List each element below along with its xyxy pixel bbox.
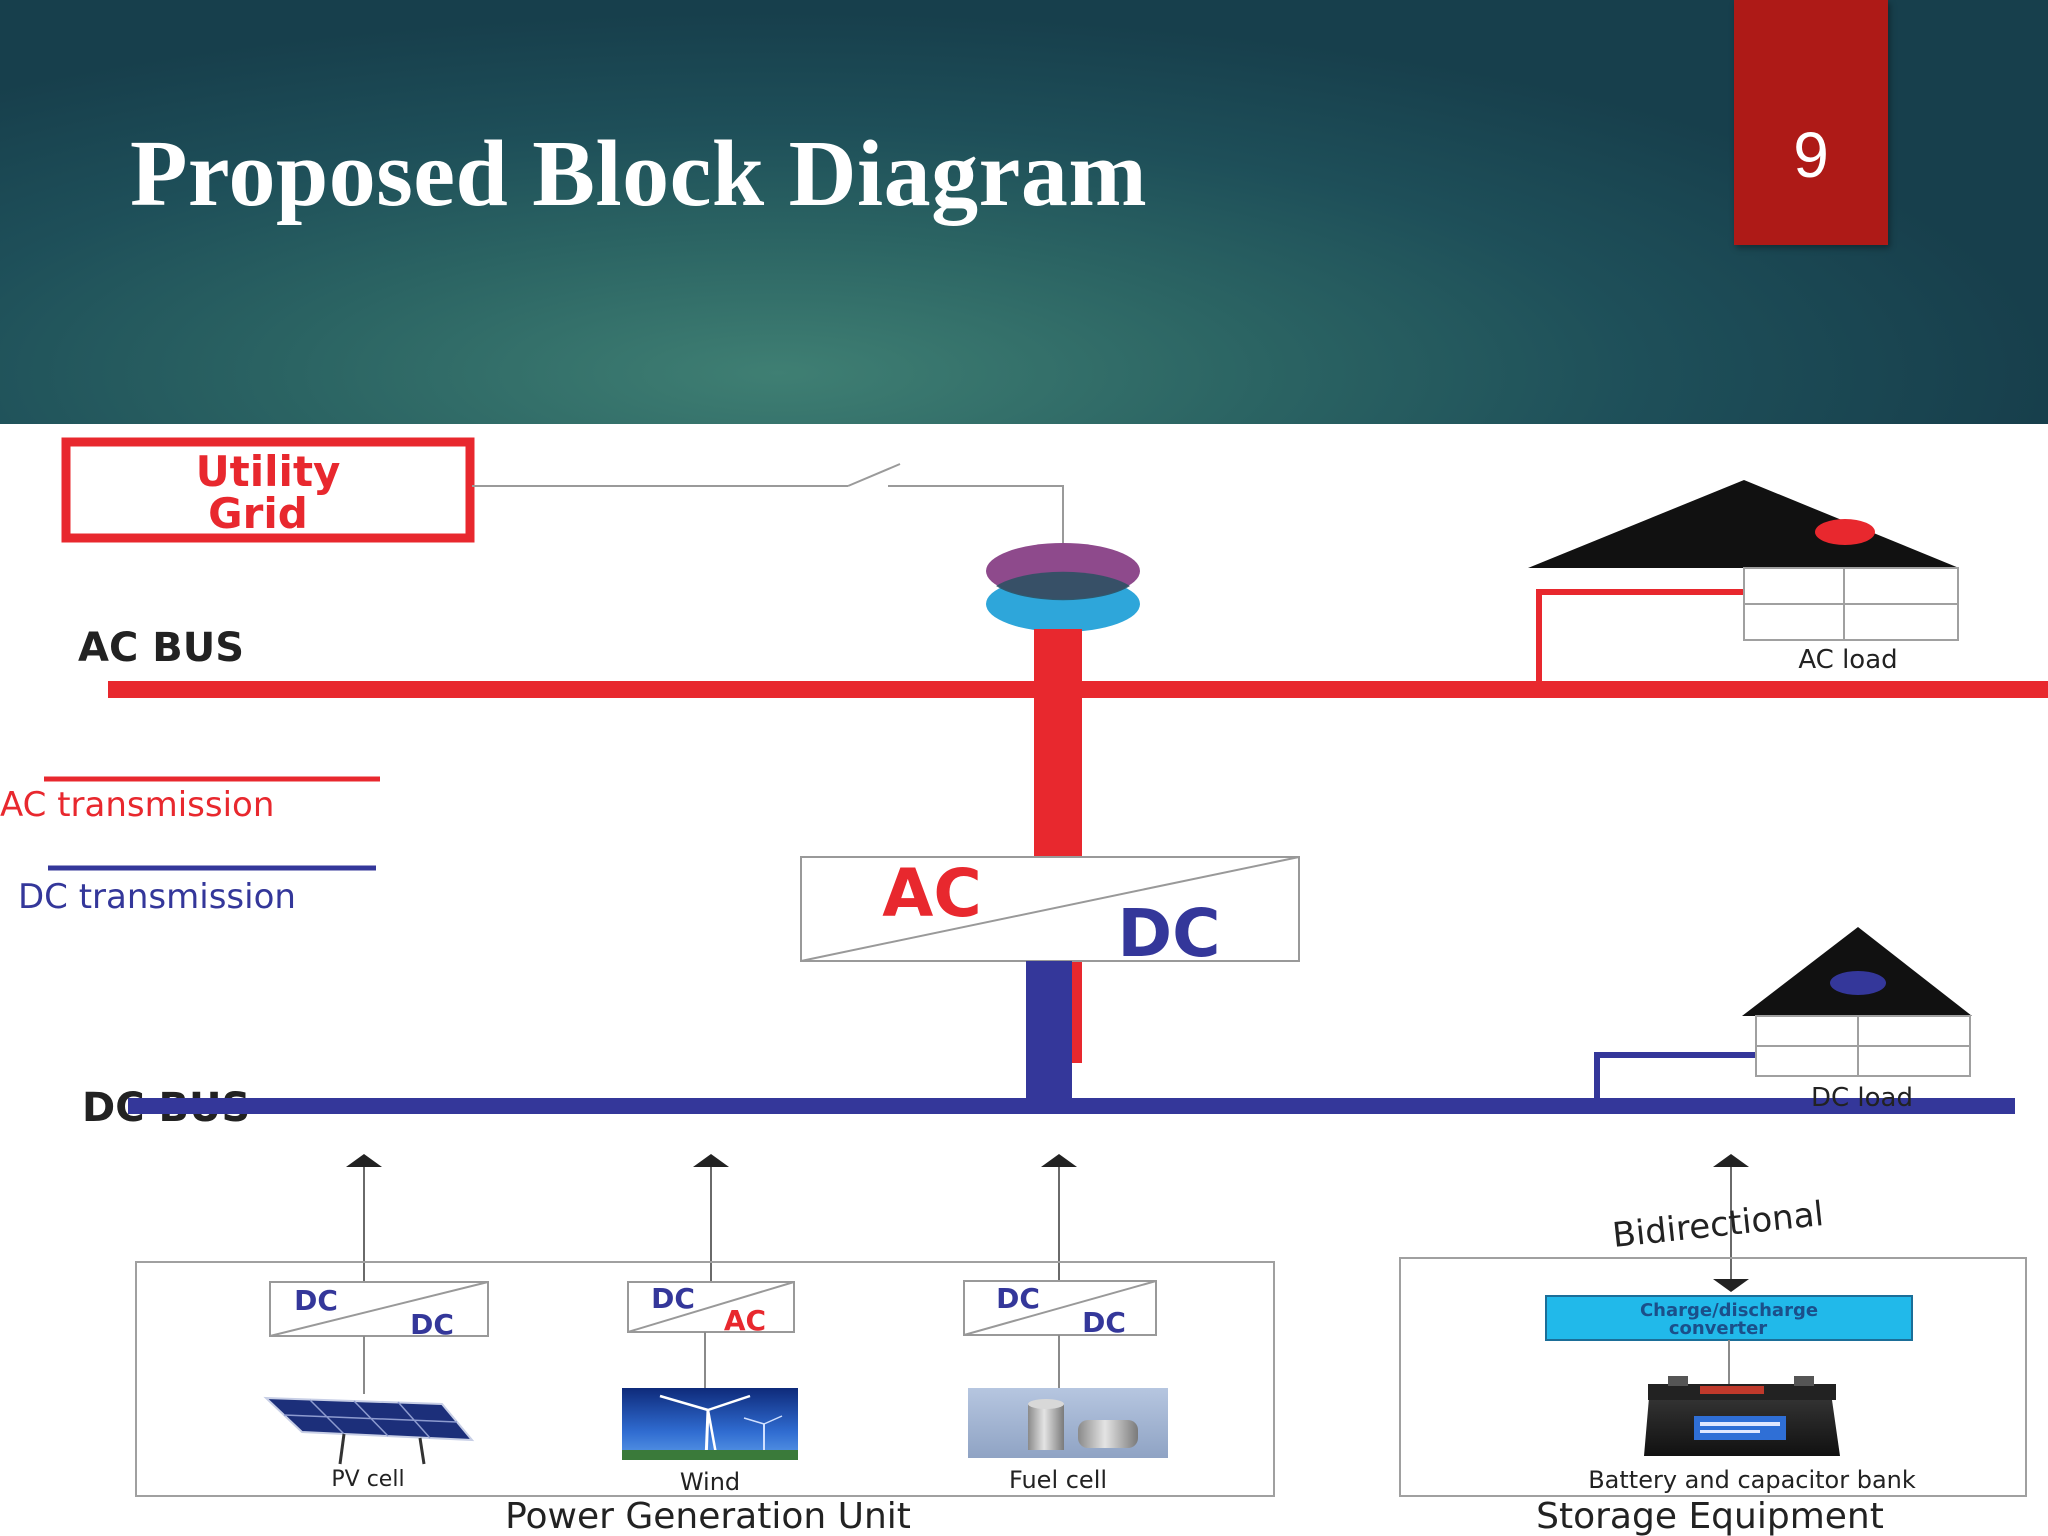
source-feeders [346, 1154, 1749, 1292]
legend-ac-label: AC transmission [0, 785, 274, 825]
pv-converter-top-label: DC [294, 1284, 338, 1317]
charge-converter-line1: Charge/discharge [1640, 1300, 1818, 1321]
wind-label: Wind [680, 1468, 740, 1496]
storage-battery-label: Battery and capacitor bank [1588, 1466, 1916, 1494]
pv-panel-icon [263, 1396, 475, 1465]
wind-dcac-converter: DC AC [627, 1281, 795, 1337]
page-number-badge: 9 [1734, 0, 1888, 245]
slide-title: Proposed Block Diagram [130, 122, 1148, 226]
utility-grid-label-line2: Grid [208, 489, 308, 538]
fuel-converter-bottom-label: DC [1082, 1306, 1126, 1339]
bidirectional-label: Bidirectional [1611, 1194, 1826, 1256]
ac-bus-label: AC BUS [78, 625, 244, 671]
main-acdc-converter: AC DC [800, 855, 1300, 972]
utility-grid-label-line1: Utility [196, 447, 341, 496]
transformer-icon [986, 543, 1140, 632]
pv-converter-bottom-label: DC [410, 1308, 454, 1341]
storage-equipment-label: Storage Equipment [1536, 1496, 1884, 1536]
pv-cell-label: PV cell [331, 1467, 404, 1492]
fuel-converter-top-label: DC [996, 1282, 1040, 1315]
power-generation-group-box [135, 1261, 1275, 1497]
legend: AC transmission DC transmission [0, 776, 380, 917]
wind-converter-top-label: DC [651, 1282, 695, 1315]
utility-grid-box: Utility Grid [61, 437, 475, 543]
fuel-cell-icon [968, 1388, 1168, 1458]
ac-bus-line [108, 681, 2048, 698]
charge-converter-line2: converter [1669, 1318, 1767, 1339]
main-converter-dc-label: DC [1117, 895, 1220, 972]
grid-switch-line [472, 463, 1064, 548]
block-diagram: Utility Grid AC BUS AC load [0, 437, 2048, 1536]
source-connectors [363, 1332, 1060, 1394]
page-number: 9 [1793, 119, 1829, 191]
storage-group-box [1399, 1257, 2027, 1497]
fuel-dcdc-converter: DC DC [963, 1280, 1157, 1339]
main-converter-ac-label: AC [882, 855, 982, 932]
power-generation-unit-label: Power Generation Unit [505, 1496, 911, 1536]
ac-load-house-icon [1528, 480, 1959, 682]
legend-dc-label: DC transmission [18, 877, 296, 917]
fuel-cell-label: Fuel cell [1009, 1466, 1107, 1494]
dc-load-label: DC load [1811, 1083, 1913, 1113]
charge-discharge-converter: Charge/discharge converter [1545, 1295, 1913, 1341]
pv-dcdc-converter: DC DC [269, 1281, 489, 1341]
dc-main-link [1026, 961, 1072, 1104]
battery-icon [1644, 1376, 1840, 1456]
dc-bus-line [128, 1098, 2015, 1114]
wind-converter-bottom-label: AC [724, 1304, 766, 1337]
title-banner: Proposed Block Diagram 9 [0, 0, 2048, 424]
ac-load-label: AC load [1798, 645, 1897, 675]
wind-turbine-icon [622, 1388, 798, 1461]
dc-load-house-icon [1594, 927, 1972, 1100]
